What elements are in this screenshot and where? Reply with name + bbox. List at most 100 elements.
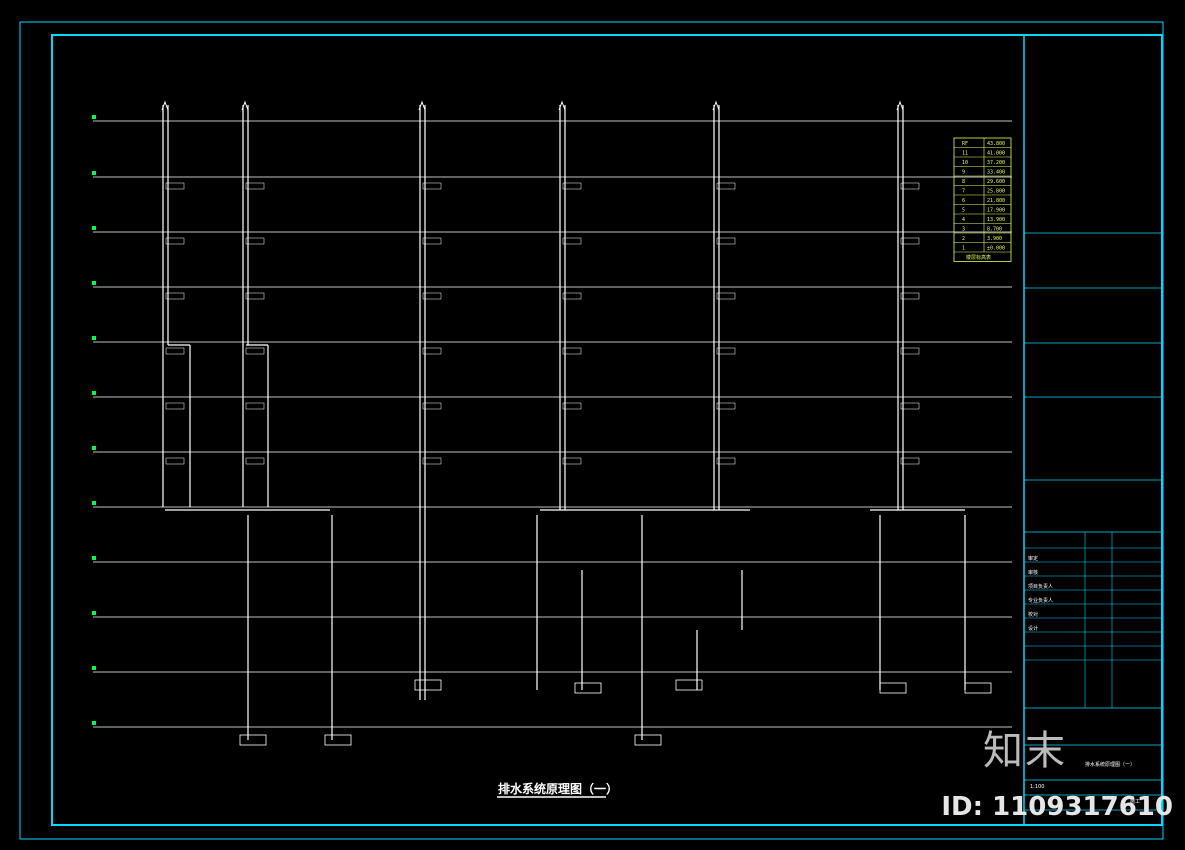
outlet-box	[414, 679, 442, 691]
floor-marker	[92, 391, 96, 395]
table-elev-cell: 43.800	[987, 141, 1005, 147]
table-elev-cell: 8.700	[987, 227, 1002, 233]
pipe-tag-box	[716, 347, 736, 355]
vent-cap	[161, 100, 169, 111]
drainage-pipes	[161, 100, 992, 746]
drawing-title: 排水系统原理图（一）	[498, 781, 618, 796]
pipe-tag-box	[562, 292, 582, 300]
pipe-tag-box	[422, 292, 442, 300]
title-field: 校对	[1028, 611, 1038, 618]
watermark-id: ID: 1109317610	[941, 792, 1173, 822]
table-floor-cell: 4	[962, 217, 965, 223]
table-elev-cell: 21.800	[987, 198, 1005, 204]
table-floor-cell: 8	[962, 179, 965, 185]
pipe-tag-box	[562, 237, 582, 245]
outlet-box	[879, 682, 907, 694]
table-elev-cell: 29.600	[987, 179, 1005, 185]
floor-marker	[92, 281, 96, 285]
title-field: 审定	[1028, 555, 1038, 562]
table-border	[953, 137, 1012, 262]
pipe-tag-box	[900, 402, 920, 410]
pipe-tag-box	[716, 237, 736, 245]
pipe-tag-box	[245, 347, 265, 355]
vent-cap	[241, 100, 249, 111]
floor-marker	[92, 336, 96, 340]
title-scale: 1:100	[1030, 784, 1044, 790]
floor-marker	[92, 501, 96, 505]
pipe-tag-box	[165, 402, 185, 410]
pipe-tag-box	[422, 182, 442, 190]
title-stage: 施工	[1130, 798, 1140, 805]
table-floor-cell: 10	[962, 160, 968, 166]
title-drawing-name: 排水系统原理图（一）	[1085, 761, 1135, 768]
floor-marker	[92, 446, 96, 450]
table-footer: 楼层标高表	[966, 254, 991, 261]
pipe-tag-box	[562, 457, 582, 465]
pipe-tag-box	[165, 292, 185, 300]
pipe-tag-box	[562, 347, 582, 355]
pipe-tag-box	[245, 457, 265, 465]
pipe-tag-box	[245, 292, 265, 300]
outlet-box	[675, 679, 703, 691]
vent-cap	[418, 100, 426, 111]
pipe-tag-box	[245, 237, 265, 245]
vent-cap	[896, 100, 904, 111]
title-field: 项目负责人	[1028, 583, 1053, 590]
outlet-box	[324, 734, 352, 746]
floor-marker	[92, 556, 96, 560]
table-elev-cell: 17.900	[987, 208, 1005, 214]
floor-marker	[92, 115, 96, 119]
floor-marker	[92, 666, 96, 670]
table-elev-cell: 33.400	[987, 170, 1005, 176]
title-field: 专业负责人	[1028, 597, 1053, 604]
table-floor-cell: 11	[962, 151, 968, 157]
title-field: 审核	[1028, 569, 1038, 576]
pipe-tag-box	[900, 347, 920, 355]
pipe-tag-box	[165, 182, 185, 190]
table-floor-cell: 2	[962, 236, 965, 242]
pipe-tag-box	[716, 292, 736, 300]
table-floor-cell: 5	[962, 208, 965, 214]
table-elev-cell: 41.000	[987, 151, 1005, 157]
table-elev-cell: 13.900	[987, 217, 1005, 223]
floor-lines	[92, 115, 1012, 728]
table-elev-cell: ±0.000	[987, 246, 1005, 252]
pipe-tag-box	[422, 347, 442, 355]
table-floor-cell: RF	[962, 141, 968, 147]
table-floor-cell: 6	[962, 198, 965, 204]
pipe-tag-box	[165, 347, 185, 355]
pipe-tag-box	[900, 457, 920, 465]
pipe-tag-box	[716, 457, 736, 465]
outlet-box	[964, 682, 992, 694]
drawing-frame	[51, 34, 1163, 826]
pipe-tag-box	[562, 182, 582, 190]
outlet-box	[574, 682, 602, 694]
pipe-tag-box	[422, 402, 442, 410]
outlet-box	[239, 734, 267, 746]
pipe-tag-box	[716, 182, 736, 190]
pipe-tag-box	[900, 237, 920, 245]
floor-marker	[92, 226, 96, 230]
outlet-box	[634, 734, 662, 746]
table-floor-cell: 3	[962, 227, 965, 233]
pipe-tag-box	[562, 402, 582, 410]
table-elev-cell: 25.800	[987, 189, 1005, 195]
title-field: 设计	[1028, 625, 1038, 632]
table-elev-cell: 3.900	[987, 236, 1002, 242]
table-elev-cell: 37.200	[987, 160, 1005, 166]
floor-marker	[92, 721, 96, 725]
pipe-tag-box	[165, 457, 185, 465]
pipe-tag-box	[245, 182, 265, 190]
pipe-tag-box	[900, 292, 920, 300]
pipe-tag-box	[245, 402, 265, 410]
pipe-tag-box	[422, 457, 442, 465]
pipe-tag-box	[716, 402, 736, 410]
watermark-logo: 知末	[983, 728, 1067, 774]
pipe-tag-box	[900, 182, 920, 190]
floor-marker	[92, 171, 96, 175]
table-floor-cell: 7	[962, 189, 965, 195]
table-floor-cell: 1	[962, 246, 965, 252]
